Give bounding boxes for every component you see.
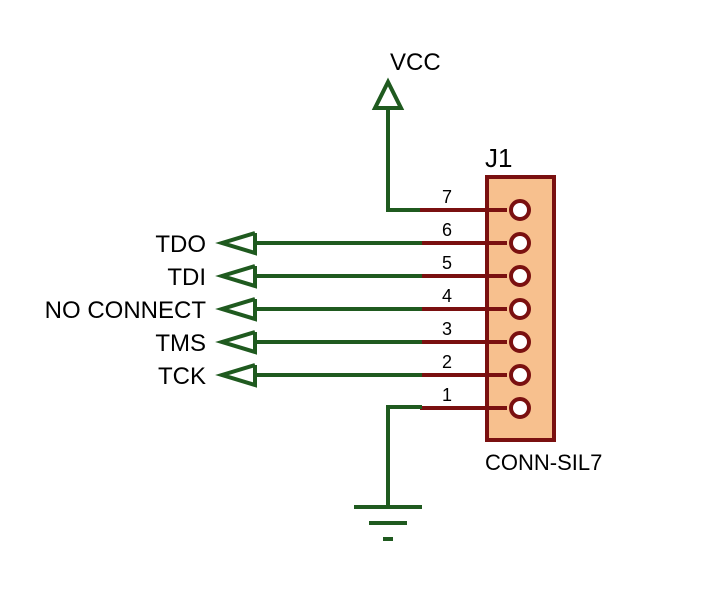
net-label-text: NO CONNECT bbox=[45, 297, 207, 324]
connector-value: CONN-SIL7 bbox=[485, 450, 602, 475]
vcc-arrow-icon bbox=[371, 77, 405, 110]
net-port-arrow-icon bbox=[215, 231, 257, 256]
pin-number: 1 bbox=[442, 385, 452, 405]
net-label-text: TMS bbox=[155, 330, 206, 357]
pin-terminal-icon bbox=[509, 364, 531, 386]
pin-number: 2 bbox=[442, 352, 452, 372]
pin-number: 6 bbox=[442, 220, 452, 240]
net-label-text: TCK bbox=[158, 363, 206, 390]
net-port-arrow-icon bbox=[215, 363, 257, 388]
ground-symbol bbox=[354, 405, 422, 541]
pin-terminal-icon bbox=[509, 265, 531, 287]
net-port-arrow-icon bbox=[215, 264, 257, 289]
pin-number: 7 bbox=[442, 187, 452, 207]
pin-terminal-icon bbox=[509, 397, 531, 419]
net-labels: TDO TDI NO CONNECT TMS TCK bbox=[45, 231, 422, 390]
pin-terminal-icon bbox=[509, 199, 531, 221]
vcc-label: VCC bbox=[390, 49, 441, 76]
pin-number: 5 bbox=[442, 253, 452, 273]
pin-terminal-icon bbox=[509, 232, 531, 254]
pin-number: 4 bbox=[442, 286, 452, 306]
pin-terminal-icon bbox=[509, 298, 531, 320]
net-label-text: TDI bbox=[167, 264, 206, 291]
connector-pins: 7 6 5 4 3 2 1 bbox=[420, 187, 531, 419]
pin-terminal-icon bbox=[509, 331, 531, 353]
connector-ref: J1 bbox=[485, 143, 512, 173]
net-label-text: TDO bbox=[155, 231, 206, 258]
net-port-arrow-icon bbox=[215, 330, 257, 355]
pin-number: 3 bbox=[442, 319, 452, 339]
net-port-arrow-icon bbox=[215, 297, 257, 322]
vcc-power-port: VCC bbox=[371, 49, 441, 212]
